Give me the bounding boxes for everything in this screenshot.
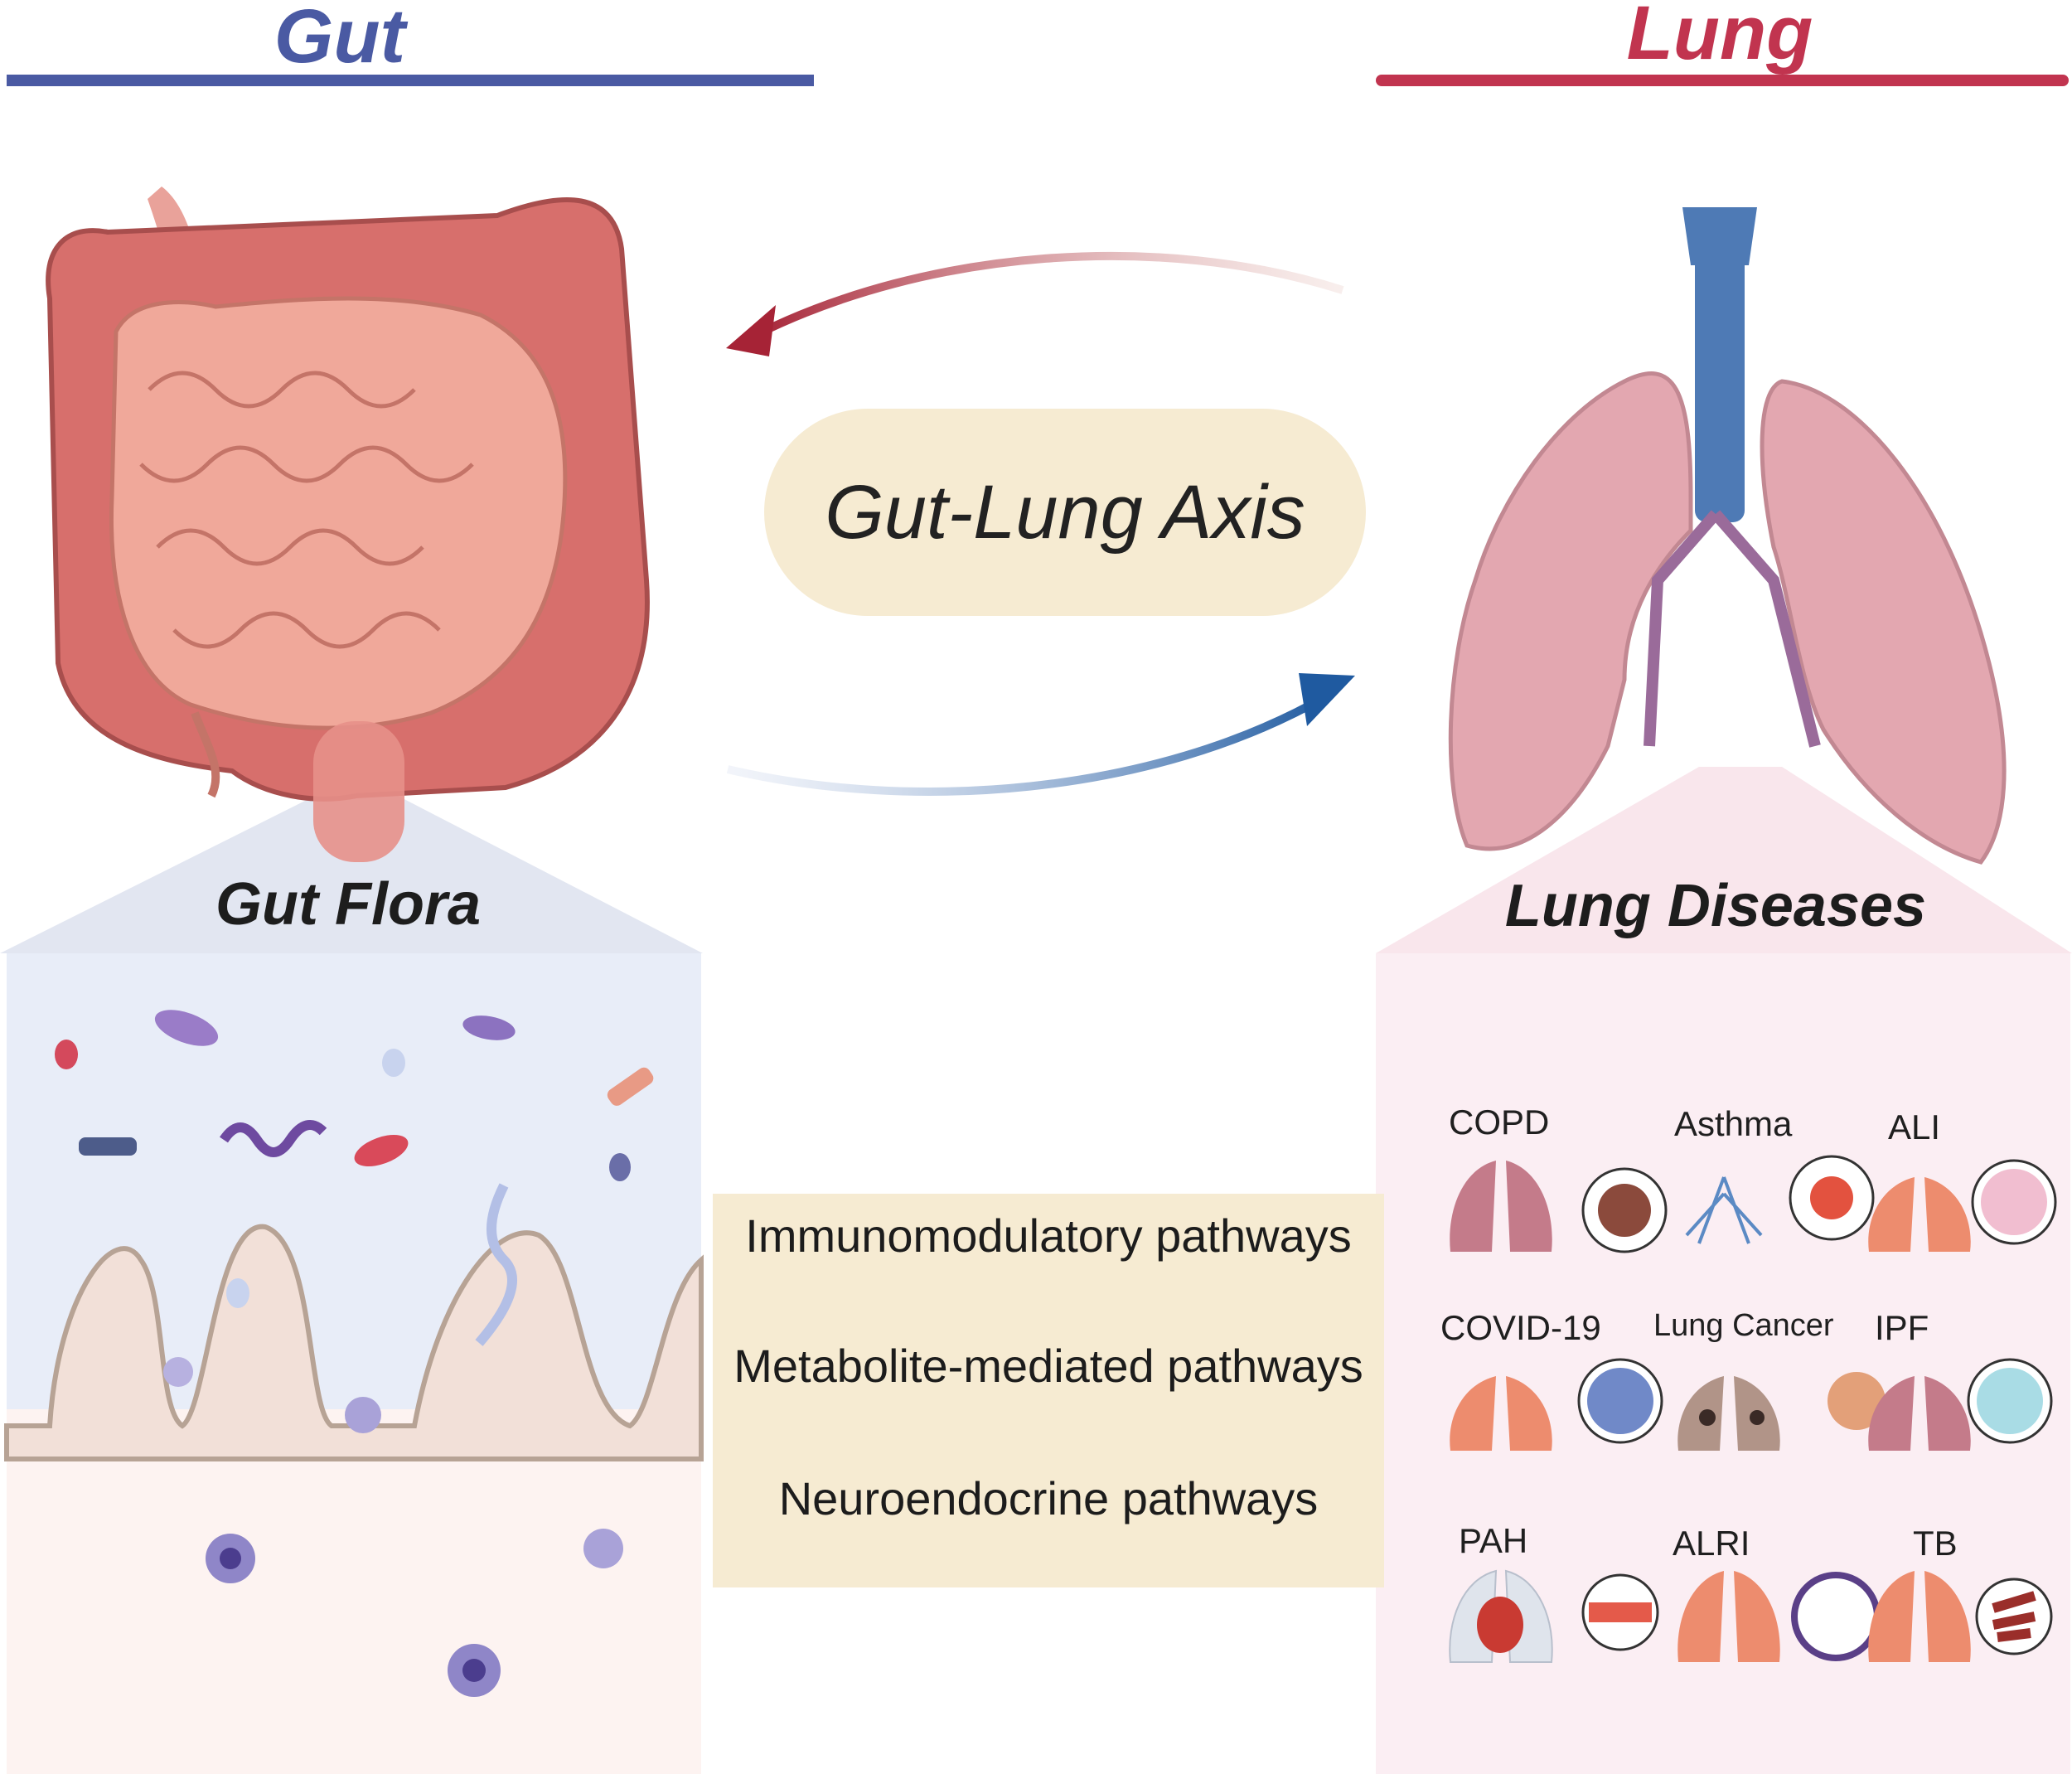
pathway-neuroendocrine: Neuroendocrine pathways: [778, 1472, 1319, 1524]
disease-label-covid-19: COVID-19: [1440, 1308, 1601, 1347]
gut-header: Gut: [274, 0, 406, 79]
pathway-immunomodulatory: Immunomodulatory pathways: [745, 1209, 1352, 1262]
gut-flora-panel: [0, 796, 704, 1774]
disease-label-ipf: IPF: [1875, 1308, 1929, 1347]
gut-lung-axis-pill: Gut-Lung Axis: [764, 409, 1366, 616]
pathways-box: Immunomodulatory pathways Metabolite-med…: [713, 1194, 1384, 1587]
lung-header: Lung: [1626, 0, 1813, 75]
pathway-metabolite-mediated: Metabolite-mediated pathways: [733, 1340, 1363, 1392]
lung-header-rule: [1376, 75, 2069, 86]
lung-to-gut-arrow: [752, 251, 1344, 340]
disease-label-pah: PAH: [1459, 1521, 1528, 1560]
intestine-illustration: [46, 187, 650, 862]
disease-label-asthma: Asthma: [1674, 1104, 1793, 1143]
gut-to-lung-arrow: [726, 692, 1329, 796]
gut-to-lung-arrowhead: [1299, 673, 1355, 726]
disease-label-ali: ALI: [1888, 1108, 1941, 1146]
lung-illustration: [1448, 207, 2007, 865]
gut-lung-axis-label: Gut-Lung Axis: [825, 469, 1305, 555]
gut-flora-title: Gut Flora: [215, 871, 481, 938]
lung-diseases-title: Lung Diseases: [1504, 873, 1927, 939]
disease-label-alri: ALRI: [1673, 1524, 1750, 1563]
gut-header-rule: [7, 75, 814, 86]
disease-icons: [1449, 1155, 2057, 1663]
disease-label-copd: COPD: [1449, 1103, 1550, 1141]
disease-label-tb: TB: [1913, 1524, 1958, 1563]
lung-to-gut-arrowhead: [726, 305, 776, 356]
disease-label-lung-cancer: Lung Cancer: [1653, 1308, 1834, 1343]
